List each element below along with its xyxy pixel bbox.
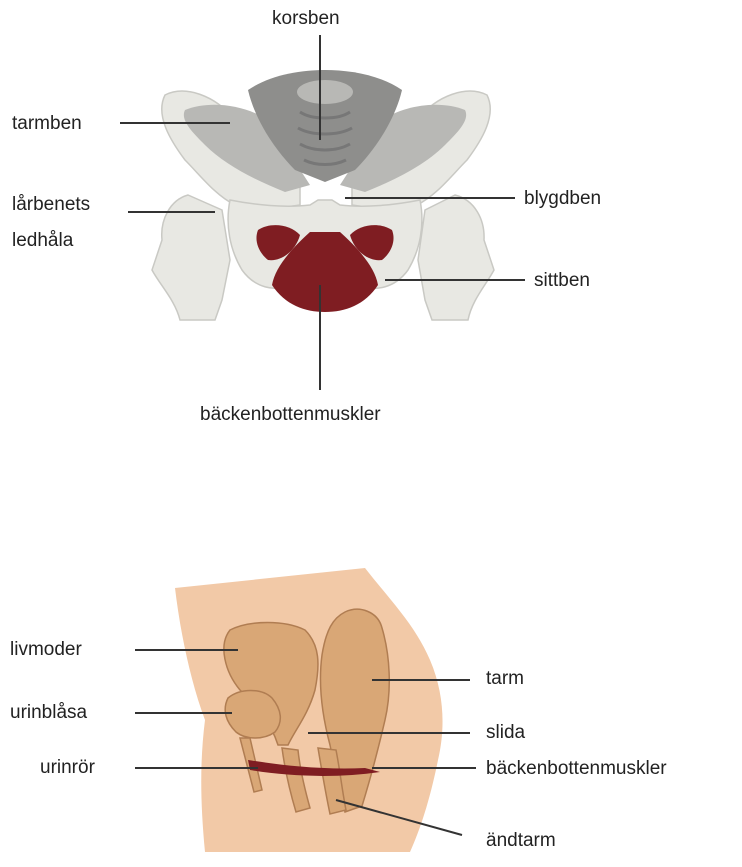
label-backenbottenmuskler-bottom: bäckenbottenmuskler	[486, 758, 667, 779]
label-larbenets-line1: lårbenets	[12, 194, 90, 215]
pelvis-diagram	[152, 70, 494, 320]
label-livmoder: livmoder	[10, 639, 82, 660]
label-tarm: tarm	[486, 668, 524, 689]
label-sittben: sittben	[534, 270, 590, 291]
left-femur	[152, 195, 230, 320]
label-slida: slida	[486, 722, 526, 743]
label-backenbottenmuskler-top: bäckenbottenmuskler	[200, 404, 381, 425]
label-tarmben: tarmben	[12, 113, 82, 134]
sacral-promontory	[297, 80, 353, 104]
label-urinror: urinrör	[40, 757, 96, 778]
body-section	[175, 568, 443, 852]
label-urinblasa: urinblåsa	[10, 702, 88, 723]
right-femur	[418, 195, 494, 320]
label-larbenets-line2: ledhåla	[12, 230, 74, 251]
sagittal-diagram	[175, 568, 443, 852]
label-andtarm: ändtarm	[486, 830, 556, 851]
label-korsben: korsben	[272, 8, 340, 29]
label-blygdben: blygdben	[524, 188, 601, 209]
